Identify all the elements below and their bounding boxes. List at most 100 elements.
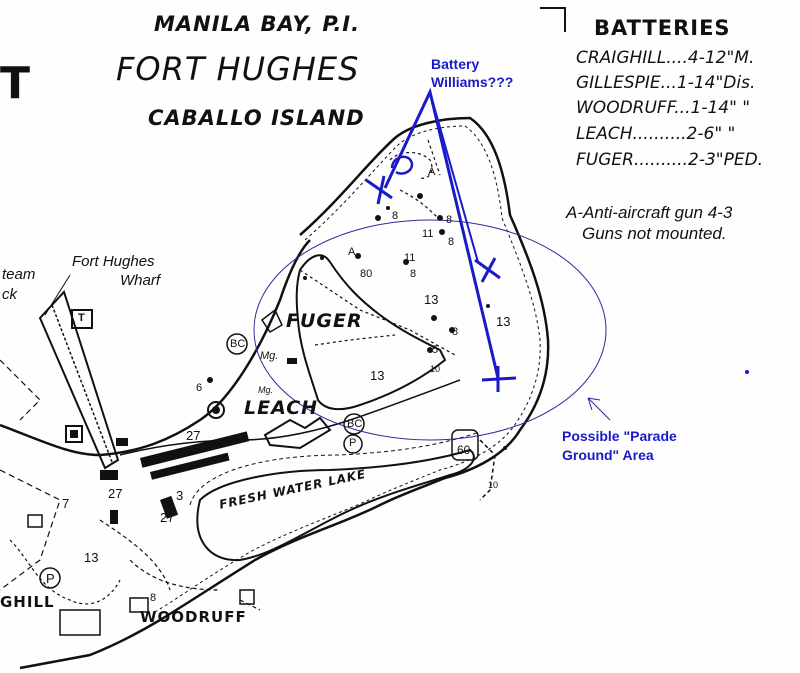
legend-name: WOODRUFF — [576, 98, 675, 118]
map-number: 8 — [446, 214, 453, 226]
map-number: 13 — [424, 292, 439, 307]
parade-annotation-line2: Ground" Area — [562, 447, 654, 463]
legend-value: 1-14" " — [690, 98, 751, 118]
map-number: 8 — [410, 268, 417, 280]
legend-name: CRAIGHILL — [576, 48, 667, 68]
building — [149, 452, 230, 480]
bc-circle-upper — [226, 333, 248, 355]
fuger-battery-works — [260, 308, 283, 334]
map-number: 8 — [392, 210, 399, 222]
building — [27, 514, 43, 528]
map-number: 6 — [196, 382, 203, 394]
parade-ground-ellipse — [253, 219, 607, 441]
t-box-label: T — [78, 312, 85, 324]
legend-value: 2-6" " — [686, 124, 736, 144]
legend-value: 2-3"PED. — [688, 150, 764, 170]
map-number: A — [348, 246, 356, 258]
legend-row: LEACH..........2-6" " — [576, 124, 735, 144]
legend-name: LEACH — [576, 124, 633, 144]
fresh-water-lake — [196, 448, 475, 562]
map-number: 10 — [488, 480, 499, 490]
east-road — [479, 439, 496, 501]
leach-gun-dot — [207, 401, 225, 419]
wharf-label-line2: Wharf — [120, 272, 161, 289]
p-label-upper: P — [349, 437, 357, 449]
legend-value: 4-12"M. — [687, 48, 755, 68]
craighill-trail — [9, 539, 121, 605]
steam-label-line1: team — [2, 266, 36, 283]
map-number: 5 — [432, 344, 439, 356]
island-shoreline-inner — [154, 125, 541, 613]
legend-name: FUGER — [576, 150, 634, 170]
map-number: 8 — [452, 326, 459, 338]
west-dashed-boundary — [0, 359, 61, 591]
wharf-label-line1: Fort Hughes — [72, 253, 155, 270]
p-circle-upper — [343, 434, 363, 454]
blue-dot — [745, 370, 749, 374]
map-number: 27 — [186, 428, 201, 443]
map-title: FORT HUGHES — [116, 50, 360, 88]
leach-battery-works — [263, 416, 332, 450]
wharf-leader — [44, 274, 71, 316]
west-shoreline — [0, 239, 311, 457]
map-number: 13 — [370, 368, 385, 383]
building — [116, 438, 128, 446]
building — [287, 358, 297, 364]
x-mark-south — [481, 366, 517, 392]
battery-annotation-line1: Battery — [431, 56, 480, 72]
building — [110, 510, 118, 524]
legend-dots: ... — [660, 73, 677, 93]
building — [139, 431, 250, 468]
legend-dots: ... — [674, 98, 691, 118]
craighill-label: GHILL — [0, 593, 55, 611]
map-number: 8 — [150, 592, 157, 604]
legend-row: WOODRUFF...1-14" " — [576, 98, 750, 118]
sixty-label: 60 — [457, 443, 471, 457]
map-border-corner — [540, 7, 566, 32]
t-box — [71, 309, 93, 329]
building — [159, 495, 179, 519]
map-region-label: MANILA BAY, P.I. — [154, 12, 361, 36]
legend-dots: .......... — [632, 124, 687, 144]
battery-annotation-line2: Williams??? — [431, 74, 514, 90]
fuger-label: FUGER — [286, 310, 363, 332]
parade-arrow — [587, 397, 611, 421]
battery-pointer-line-2 — [429, 91, 479, 263]
legend-row: CRAIGHILL....4-12"M. — [576, 48, 754, 68]
x-mark-east — [474, 257, 501, 283]
blue-curl — [390, 155, 414, 175]
legend-row: FUGER..........2-3"PED. — [576, 150, 763, 170]
mg-label-lower: Mg. — [258, 385, 274, 395]
map-number: 13 — [496, 314, 511, 329]
map-number: 11 — [404, 252, 416, 264]
lake-shore-dashes — [189, 431, 481, 506]
legend-name: GILLESPIE — [576, 73, 661, 93]
map-number: 7 — [62, 496, 70, 511]
map-number: 3 — [176, 488, 184, 503]
hill-road — [299, 269, 456, 356]
p-label-lower: P — [46, 571, 55, 586]
wharf-pier — [38, 290, 120, 470]
mg-label-upper: Mg. — [260, 350, 279, 362]
x-mark-north — [365, 175, 393, 205]
central-hill-outline — [295, 254, 447, 411]
map-number: 11 — [422, 228, 434, 240]
legend-dots: .......... — [633, 150, 688, 170]
building — [239, 589, 255, 605]
leach-gun-dot-inner — [212, 406, 220, 414]
parade-annotation-line1: Possible "Parade — [562, 428, 677, 444]
building — [70, 430, 78, 438]
building — [129, 597, 149, 613]
bc-label-upper: BC — [230, 338, 246, 350]
legend-dots: .... — [666, 48, 688, 68]
island-shoreline — [19, 116, 550, 670]
main-road — [119, 379, 461, 456]
bc-label-lower: BC — [347, 418, 363, 430]
gun-emplacements — [207, 193, 507, 450]
steam-label-line2: ck — [2, 286, 17, 303]
map-number: 13 — [84, 550, 99, 565]
map-number: A — [428, 166, 436, 178]
leach-label: LEACH — [244, 397, 319, 419]
